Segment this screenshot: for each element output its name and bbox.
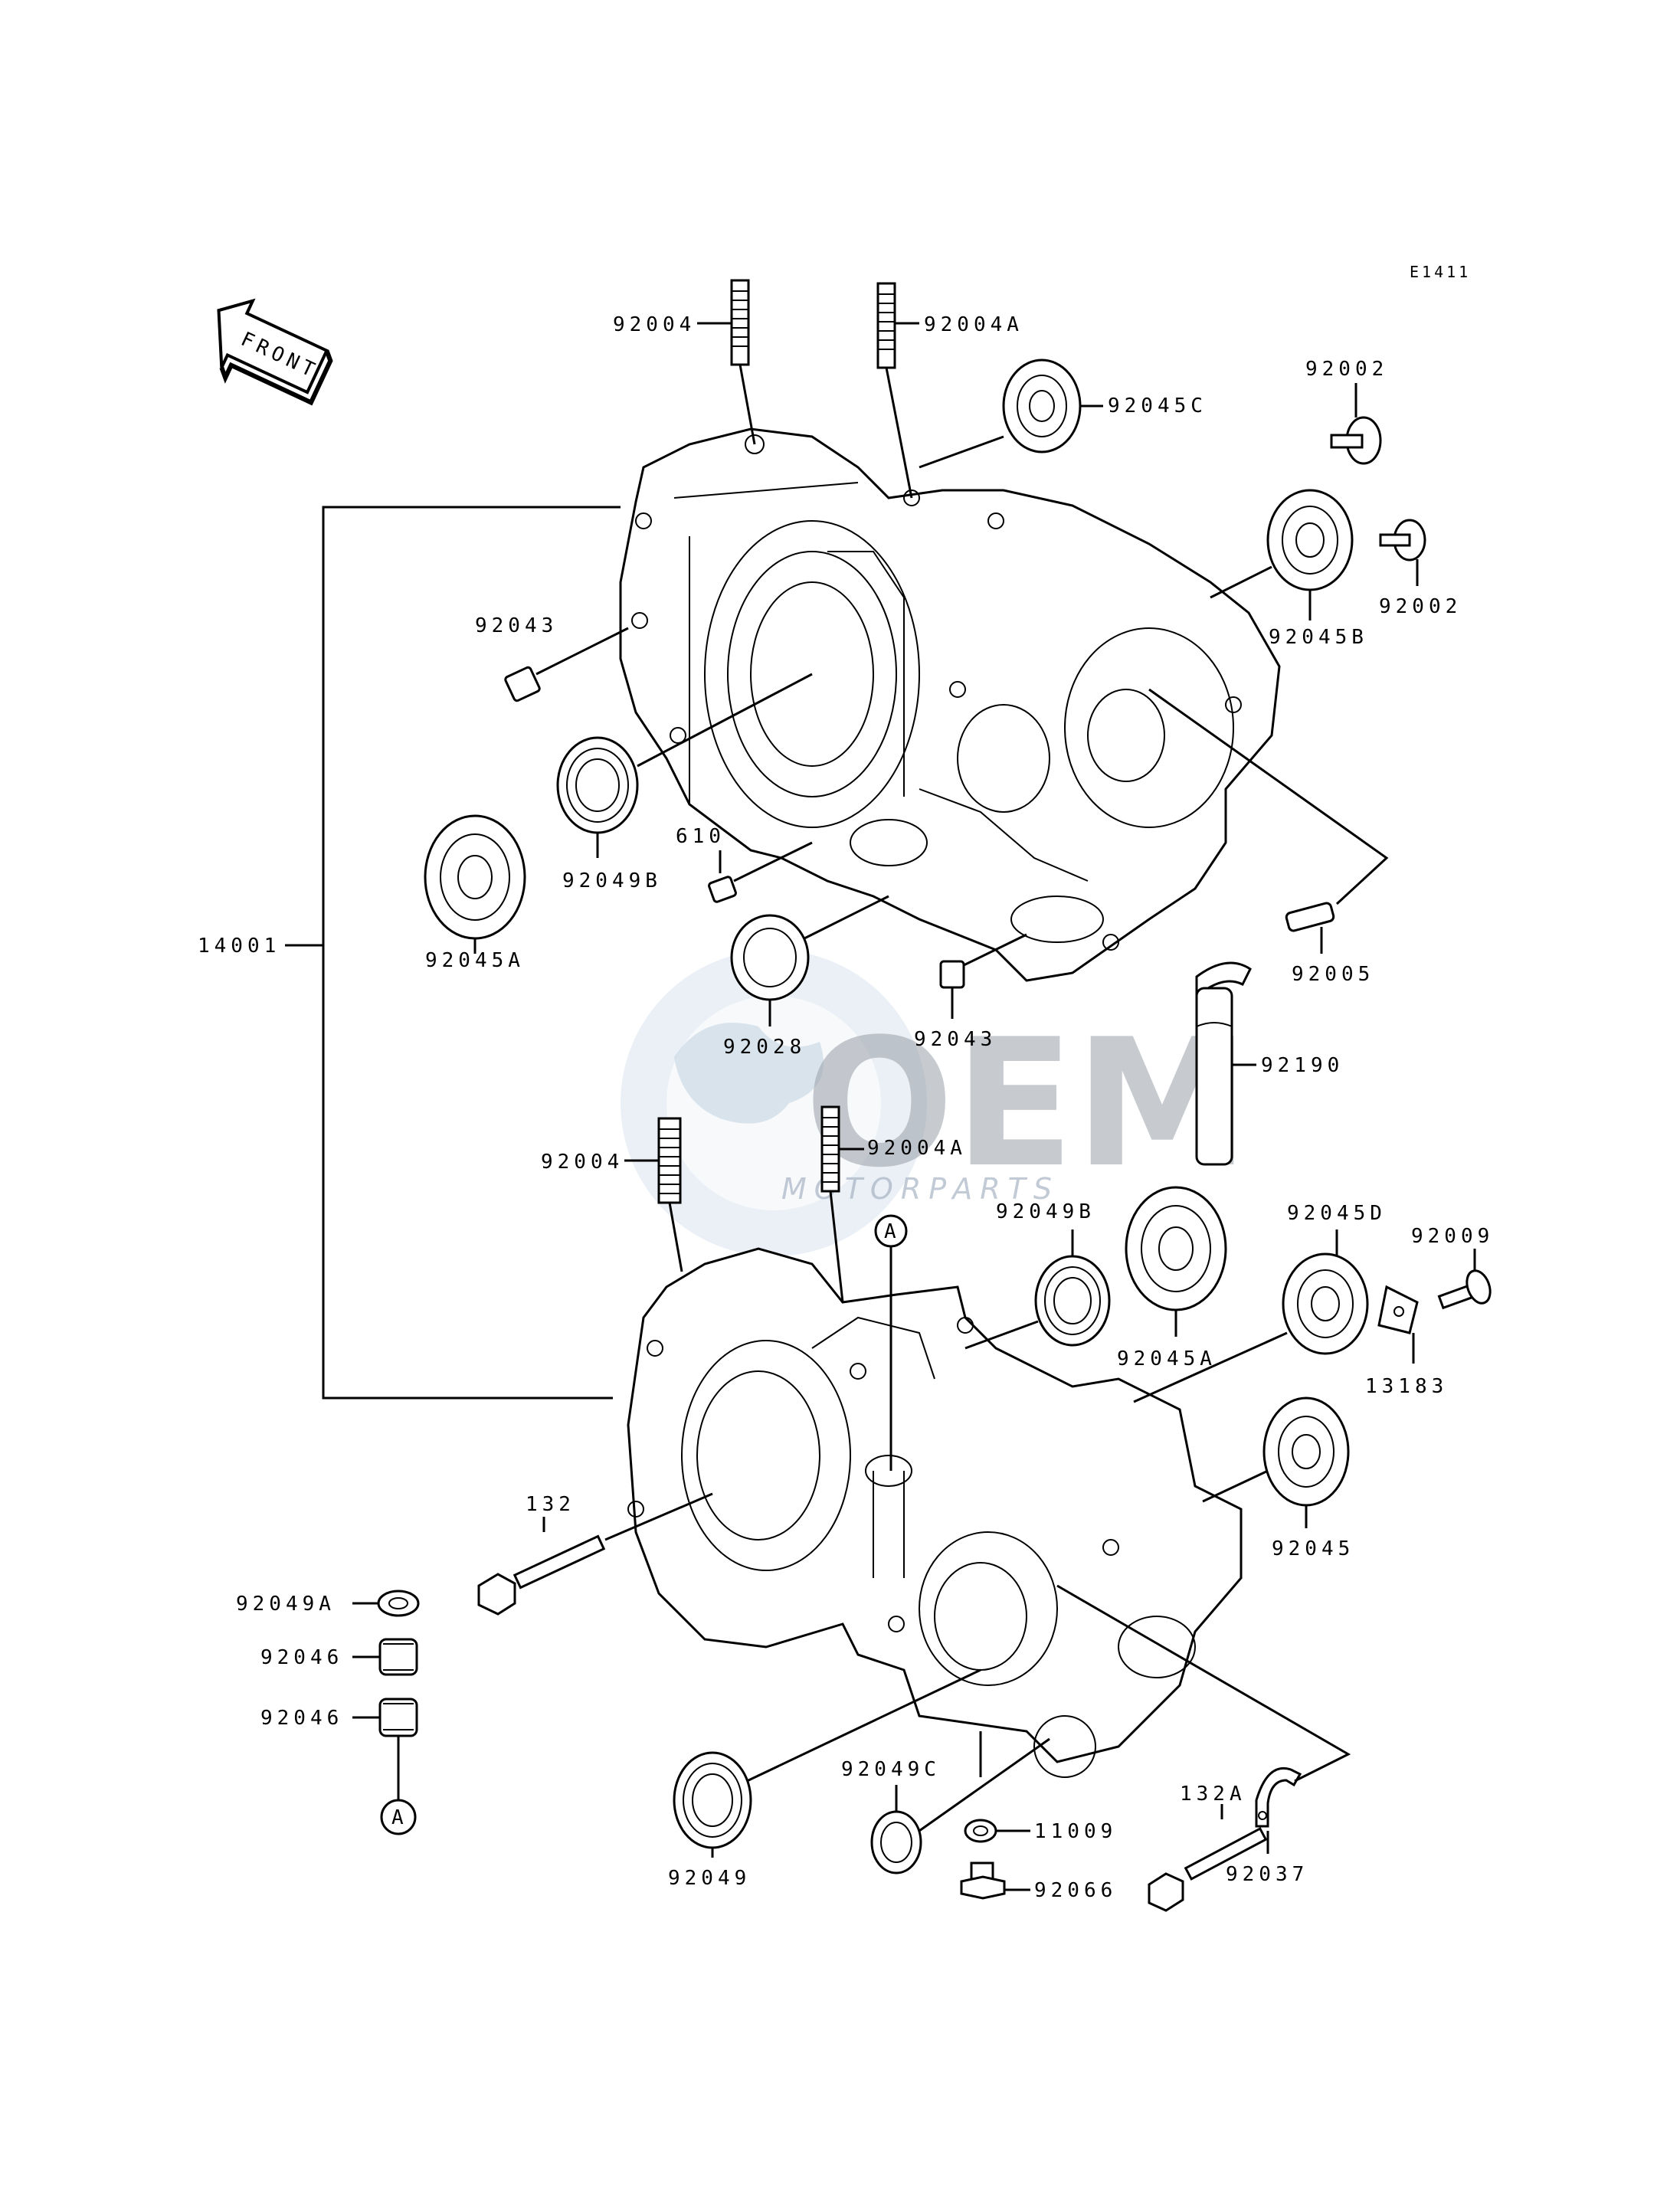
label-92004A-top: 92004A (924, 313, 1023, 336)
label-92049A: 92049A (236, 1593, 336, 1616)
label-11009: 11009 (1034, 1820, 1117, 1843)
label-92190: 92190 (1261, 1054, 1344, 1077)
bearing-92045A-a: 92045A (424, 814, 526, 972)
washer-92049A: 92049A (236, 1590, 420, 1617)
label-92004-bottom: 92004 (541, 1151, 624, 1174)
label-132: 132 (526, 1493, 575, 1516)
drain-plug-92066: 92066 (960, 1861, 1117, 1902)
screw-92009: 92009 (1411, 1225, 1494, 1310)
label-92037: 92037 (1226, 1863, 1308, 1886)
bracket-14001: 14001 (198, 506, 621, 1400)
seal-92049: 92049 (668, 1668, 981, 1890)
label-92004A-bottom: 92004A (867, 1137, 967, 1160)
bushing-92028: 92028 (723, 895, 889, 1059)
dowel-92043-a: 92043 (475, 614, 629, 702)
label-92045A-b: 92045A (1117, 1347, 1217, 1370)
watermark-brand: OEM (804, 1002, 1250, 1207)
label-13183: 13183 (1365, 1375, 1448, 1398)
label-92004-top: 92004 (613, 313, 696, 336)
label-132A: 132A (1180, 1783, 1246, 1806)
clamp-92037: 92037 (1056, 1584, 1351, 1886)
label-92045D: 92045D (1287, 1202, 1387, 1225)
seal-92049B-b: 92049B (964, 1200, 1111, 1350)
bolt-132: 132 (477, 1492, 713, 1616)
fitting-92005: 92005 (1148, 688, 1389, 986)
label-92066: 92066 (1034, 1879, 1117, 1902)
washer-11009: 11009 (964, 1819, 1117, 1843)
dowel-610: 610 (676, 825, 813, 903)
front-arrow: FRONT (217, 298, 333, 406)
diagram-code: E1411 (1410, 263, 1471, 281)
label-92009: 92009 (1411, 1225, 1494, 1248)
label-92049C: 92049C (841, 1758, 941, 1781)
label-92045C: 92045C (1108, 395, 1207, 417)
seal-92049C: 92049C (841, 1731, 1050, 1874)
bearing-92045: 92045 (1202, 1396, 1354, 1560)
dowel-92043-b: 92043 (914, 933, 1027, 1051)
bearing-92045A-b: 92045A (1117, 1186, 1227, 1370)
label-92046-b: 92046 (260, 1707, 343, 1730)
label-92046-a: 92046 (260, 1646, 343, 1669)
label-92002-b: 92002 (1379, 595, 1462, 618)
bearing-92045C: 92045C (919, 359, 1207, 469)
needle-bearing-92046-b: 92046 (260, 1698, 418, 1800)
lower-crankcase-half (627, 1247, 1243, 1778)
label-92045A-a: 92045A (425, 949, 525, 972)
bolt-132A: 132A (1148, 1783, 1268, 1912)
label-92005: 92005 (1292, 963, 1374, 986)
label-92043-b: 92043 (914, 1028, 997, 1051)
bolt-92002-b: 92002 (1379, 519, 1462, 618)
label-92049B-b: 92049B (996, 1200, 1095, 1223)
label-92049: 92049 (668, 1867, 751, 1890)
stud-92004A-top: 92004A (876, 282, 1023, 499)
label-92002-a: 92002 (1305, 358, 1388, 381)
reference-a-top: A (884, 1220, 901, 1243)
hose-92190: 92190 (1195, 961, 1344, 1166)
stud-92004-top: 92004 (613, 279, 756, 445)
reference-a-bottom: A (391, 1806, 408, 1829)
reference-circle-a-top: A (874, 1214, 908, 1471)
stud-92004A-bottom: 92004A (820, 1105, 967, 1303)
seal-92049B-a: 92049B (556, 673, 813, 892)
label-92043-a: 92043 (475, 614, 558, 637)
needle-bearing-92046-a: 92046 (260, 1638, 418, 1676)
reference-circle-a-bottom: A (380, 1799, 417, 1835)
label-92028: 92028 (723, 1036, 806, 1059)
bolt-92002-a: 92002 (1305, 358, 1388, 465)
label-92045: 92045 (1272, 1537, 1354, 1560)
upper-crankcase-half (619, 427, 1281, 982)
stud-92004-bottom: 92004 (541, 1117, 683, 1272)
plate-13183: 13183 (1365, 1285, 1448, 1398)
label-610: 610 (676, 825, 725, 848)
label-92049B-a: 92049B (562, 869, 662, 892)
label-92045B: 92045B (1269, 626, 1368, 649)
bearing-92045B: 92045B (1210, 489, 1368, 649)
label-14001: 14001 (198, 935, 280, 958)
bearing-92045D: 92045D (1133, 1202, 1387, 1403)
